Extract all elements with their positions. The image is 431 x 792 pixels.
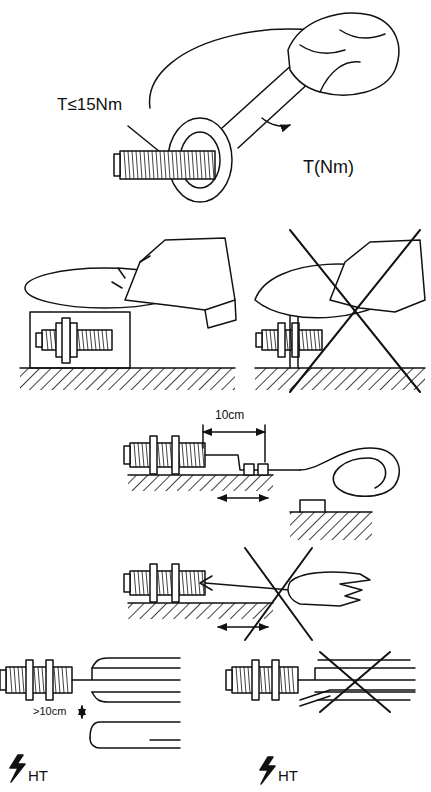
- torque-label: T≤15Nm: [56, 96, 123, 115]
- proximity-sensor: [124, 436, 205, 474]
- proximity-sensor: [0, 660, 72, 700]
- cable-separation-panel: [10, 658, 180, 782]
- torque-label: T(Nm): [302, 158, 355, 178]
- dimension-label: 10cm: [214, 409, 245, 422]
- high-voltage-label: HT: [27, 768, 49, 785]
- cable-bundled-panel: [260, 652, 415, 784]
- cable-pulling-panel: [128, 548, 370, 640]
- proximity-sensor: [256, 323, 322, 357]
- proximity-sensor: [36, 323, 112, 357]
- foot-protected-panel: [20, 238, 236, 390]
- high-voltage-label: HT: [277, 768, 299, 785]
- dimension-label: >10cm: [32, 705, 67, 717]
- cable-fixing-panel: [128, 425, 399, 540]
- foot-unprotected-panel: [255, 230, 425, 392]
- proximity-sensor: [114, 151, 215, 179]
- proximity-sensor: [226, 660, 298, 700]
- proximity-sensor: [124, 564, 205, 602]
